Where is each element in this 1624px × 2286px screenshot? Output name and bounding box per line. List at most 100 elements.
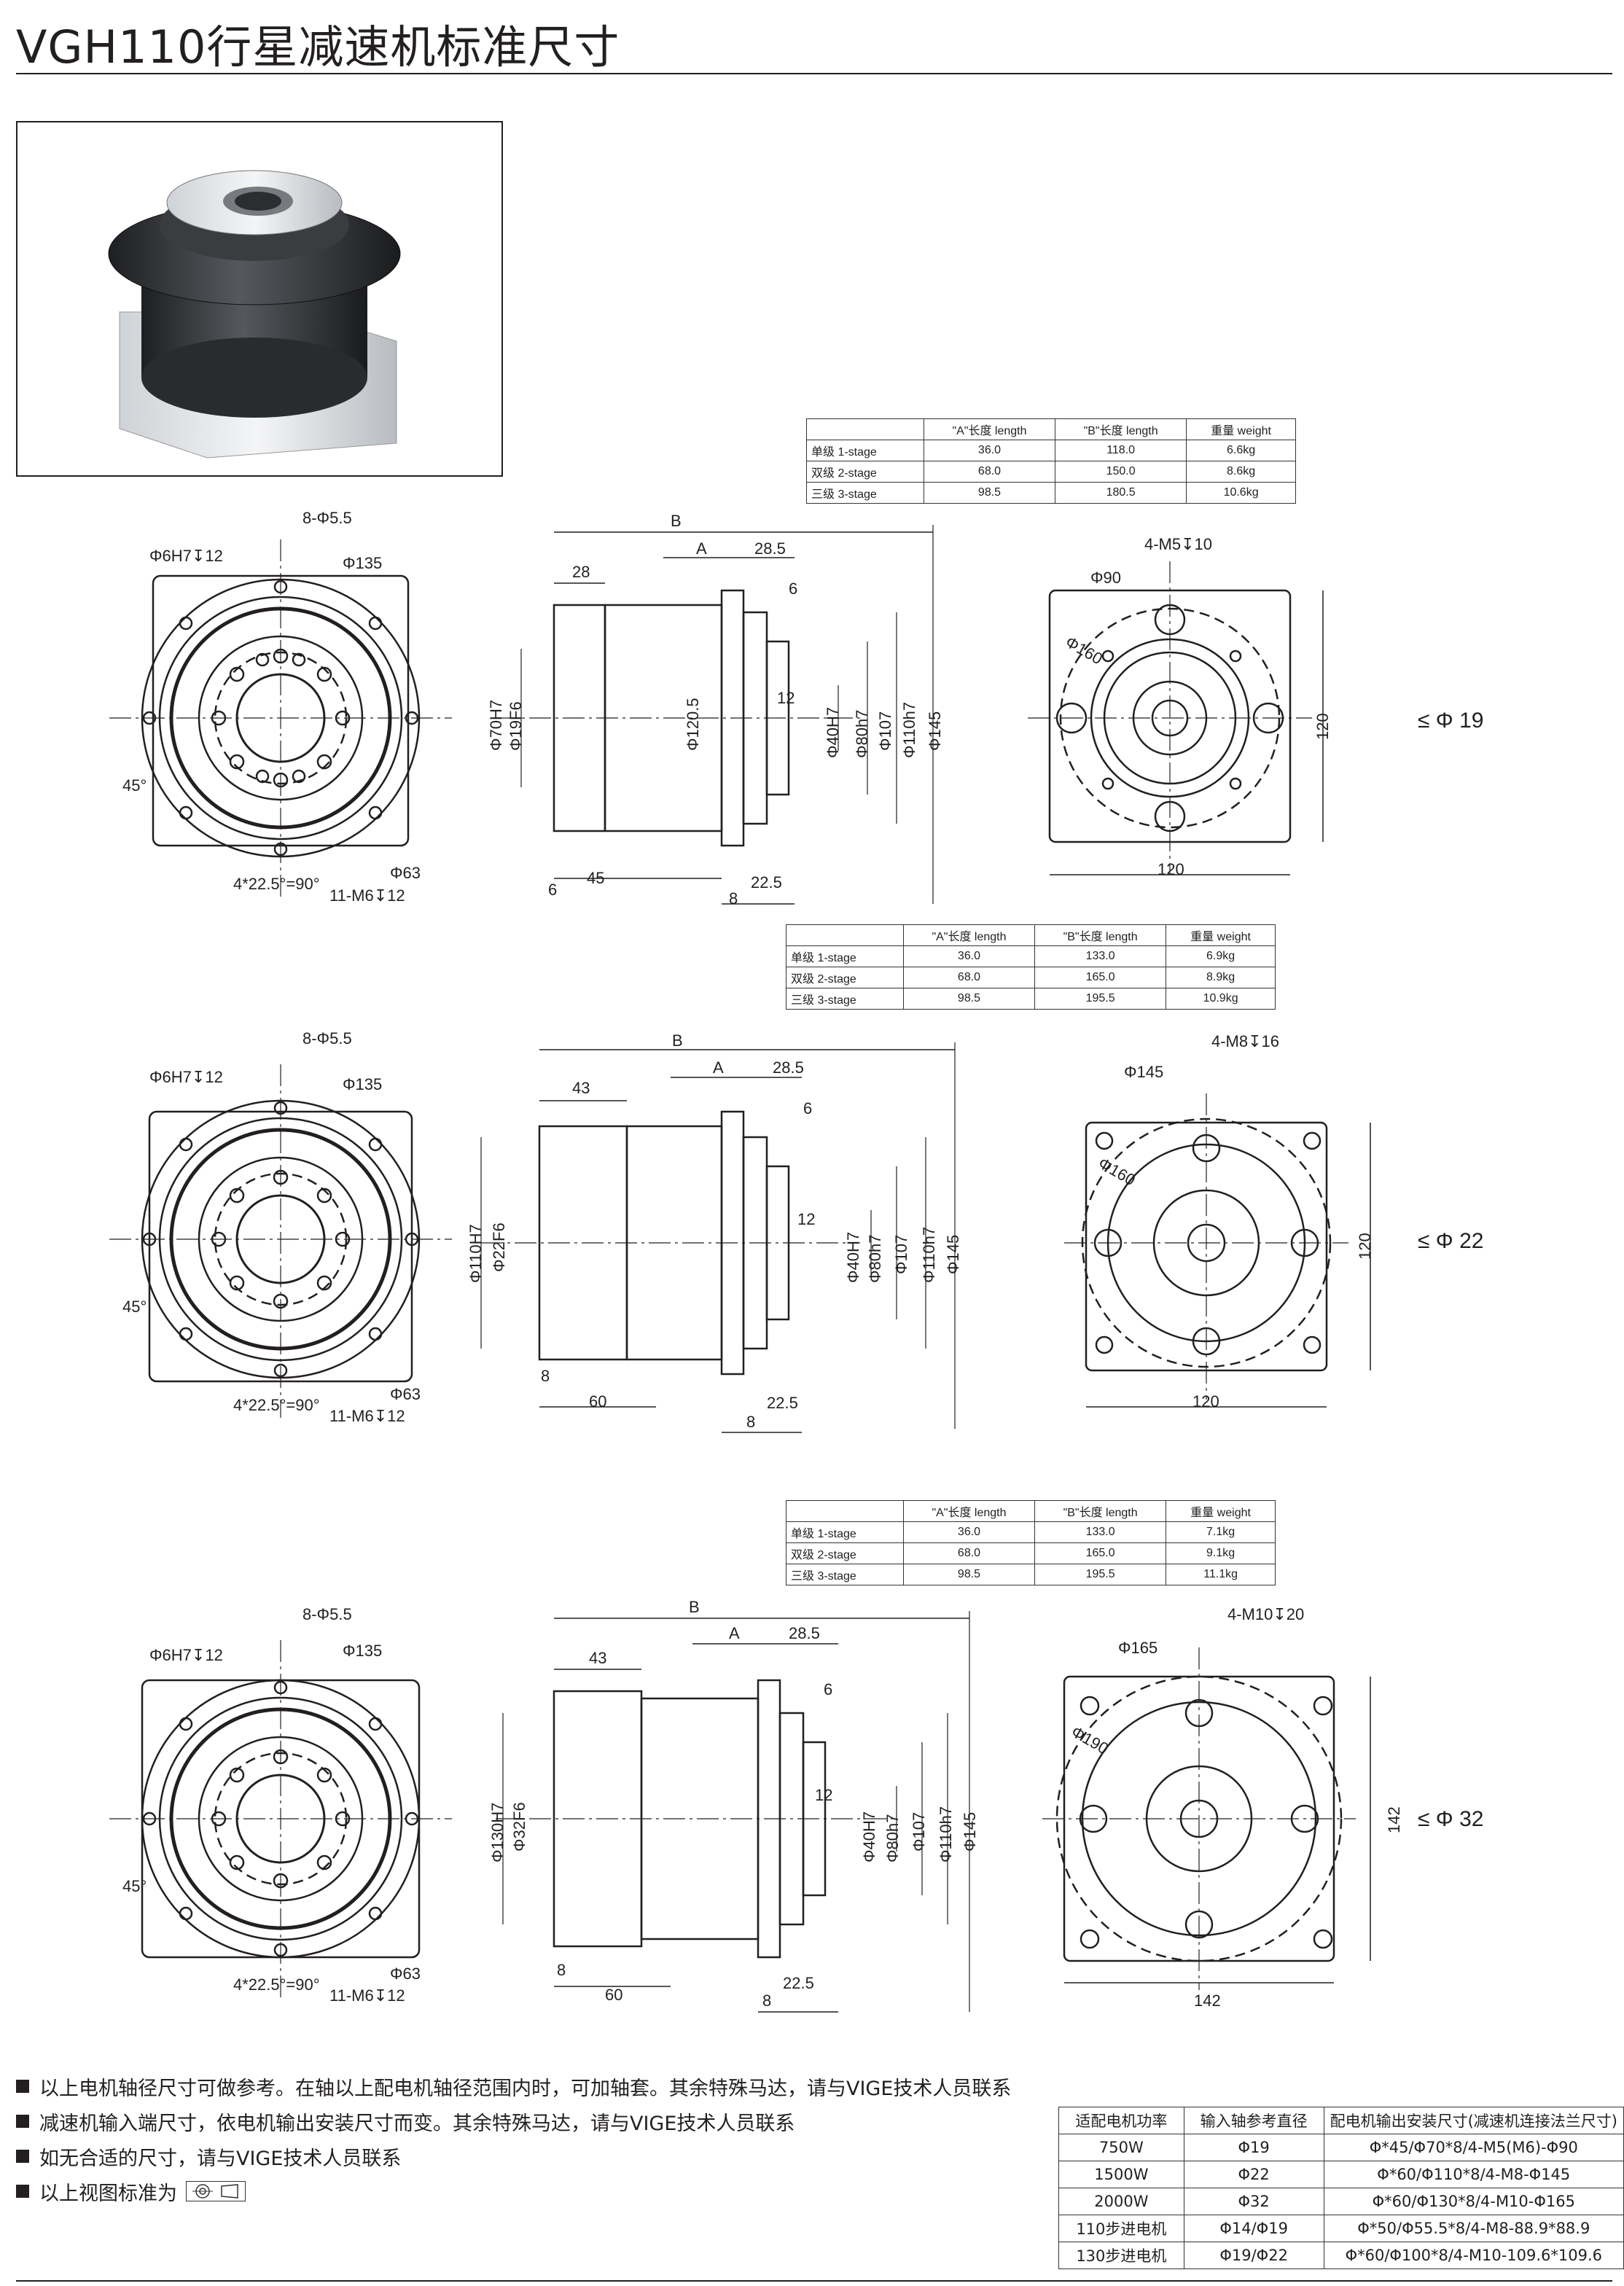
dim-22.5: 22.5 [767, 1394, 798, 1412]
dim-bottom-6: 8 [541, 1367, 550, 1385]
dim-rear-da: Φ165 [1118, 1639, 1158, 1657]
dim-pin: Φ6H7↧12 [149, 1646, 223, 1664]
dim-6: 6 [803, 1099, 812, 1117]
dim-d80: Φ80h7 [883, 1814, 902, 1863]
motor-header-cell: 适配电机功率 [1058, 2107, 1184, 2134]
front-view-row3 [109, 1640, 452, 1997]
dim-shaft-dia: Φ22F6 [490, 1222, 508, 1272]
dim-holes: 8-Φ5.5 [302, 1605, 352, 1623]
dim-pitch: 4*22.5°=90° [233, 1975, 320, 1994]
dim-bore: Φ63 [390, 1385, 421, 1403]
bullet-square-icon [16, 2185, 29, 2198]
dim-rear-da: Φ90 [1090, 569, 1121, 587]
dim-d145: Φ145 [926, 711, 944, 751]
spec-header-cell [786, 1500, 904, 1522]
dim-angle: 45° [122, 1298, 147, 1316]
dim-rear-tap: 4-M10↧20 [1227, 1605, 1304, 1623]
dim-A: A [729, 1624, 740, 1642]
dim-d145: Φ145 [944, 1235, 962, 1274]
dim-rear-h: 120 [1356, 1233, 1374, 1260]
title-divider [16, 73, 1612, 74]
dim-bottom-len: 45 [587, 869, 604, 887]
note-item: 减速机输入端尺寸，依电机输出安装尺寸而变。其余特殊马达，请与VIGE技术人员联系 [16, 2104, 1011, 2139]
dim-B: B [689, 1598, 700, 1616]
dim-8: 8 [729, 889, 738, 908]
dim-12: 12 [815, 1786, 832, 1804]
side-view-row1 [496, 525, 934, 905]
dim-d40: Φ40H7 [860, 1811, 878, 1862]
front-view-row2 [109, 1064, 452, 1418]
dim-22.5: 22.5 [751, 873, 782, 892]
dim-A: A [696, 539, 707, 558]
dim-pin: Φ6H7↧12 [149, 1068, 223, 1086]
bullet-square-icon [16, 2115, 29, 2128]
dim-angle: 45° [122, 776, 147, 795]
dim-bottom-6: 8 [557, 1961, 566, 1979]
dim-pcd: Φ135 [343, 1075, 382, 1093]
dim-d110: Φ110h7 [937, 1806, 955, 1862]
dim-input-len: 28 [572, 563, 590, 581]
rear-view-row3 [1042, 1647, 1371, 1990]
dim-pin: Φ6H7↧12 [149, 547, 223, 565]
spec-header-cell: 重量 weight [1166, 1500, 1276, 1522]
dim-d80: Φ80h7 [853, 710, 871, 759]
dim-d80: Φ80h7 [866, 1235, 884, 1284]
dim-8: 8 [746, 1413, 755, 1431]
dim-rear-h: 142 [1385, 1806, 1403, 1833]
projection-symbol-icon [186, 2181, 246, 2201]
dim-rear-h: 120 [1313, 713, 1332, 740]
dim-d107: Φ107 [892, 1235, 910, 1274]
bullet-square-icon [16, 2080, 29, 2093]
dimension-labels-row2: 8-Φ5.5 Φ6H7↧12 Φ135 45° 4*22.5°=90° Φ63 … [122, 1029, 1483, 1431]
dim-holes: 8-Φ5.5 [302, 1029, 352, 1048]
product-photo [16, 121, 503, 477]
spec-header-cell: "B"长度 length [1034, 1500, 1167, 1522]
motor-header-cell: 配电机输出安装尺寸(减速机连接法兰尺寸) [1323, 2107, 1624, 2134]
dim-input-dia: Φ130H7 [488, 1803, 507, 1862]
dim-body-dia: Φ120.5 [684, 698, 702, 751]
dim-28.5: 28.5 [773, 1058, 804, 1077]
dim-tap: 11-M6↧12 [329, 886, 405, 905]
spec-header-cell: "A"长度 length [902, 924, 1036, 946]
dim-angle: 45° [122, 1877, 147, 1895]
dim-rear-w: 142 [1194, 1992, 1221, 2010]
dim-22.5: 22.5 [783, 1974, 814, 1992]
front-view-row1 [109, 539, 452, 897]
dim-input-len: 43 [589, 1649, 606, 1667]
dim-d40: Φ40H7 [824, 707, 842, 758]
dim-bore: Φ63 [390, 1965, 421, 1983]
max-bore: ≤ Φ 19 [1418, 709, 1483, 733]
dim-rear-tap: 4-M8↧16 [1211, 1032, 1279, 1050]
dim-28.5: 28.5 [754, 539, 786, 558]
motor-header-cell: 输入轴参考直径 [1183, 2107, 1324, 2134]
bottom-divider [16, 2280, 1612, 2282]
spec-header-cell: "B"长度 length [1034, 924, 1167, 946]
motor-table: 适配电机功率 输入轴参考直径 配电机输出安装尺寸(减速机连接法兰尺寸) 750W… [1058, 2107, 1624, 2269]
dim-holes: 8-Φ5.5 [302, 509, 352, 527]
dim-shaft-dia: Φ32F6 [510, 1802, 528, 1852]
dim-rear-db: Φ160 [1096, 1154, 1139, 1190]
rear-view-row1 [1028, 561, 1324, 875]
notes-list: 以上电机轴径尺寸可做参考。在轴以上配电机轴径范围内时，可加轴套。其余特殊马达，请… [16, 2069, 1011, 2209]
dim-bottom-len: 60 [605, 1986, 622, 2004]
dim-shaft-dia: Φ19F6 [507, 701, 525, 751]
dim-B: B [672, 1031, 683, 1050]
dim-d107: Φ107 [910, 1812, 928, 1852]
dim-pitch: 4*22.5°=90° [233, 1396, 320, 1414]
dim-d145: Φ145 [961, 1812, 979, 1852]
rear-view-row2 [1064, 1093, 1371, 1408]
dim-12: 12 [797, 1210, 815, 1228]
note-item: 以上视图标准为 [16, 2174, 1011, 2209]
dim-pitch: 4*22.5°=90° [233, 875, 320, 893]
dim-rear-da: Φ145 [1124, 1063, 1163, 1081]
dim-B: B [671, 512, 682, 530]
